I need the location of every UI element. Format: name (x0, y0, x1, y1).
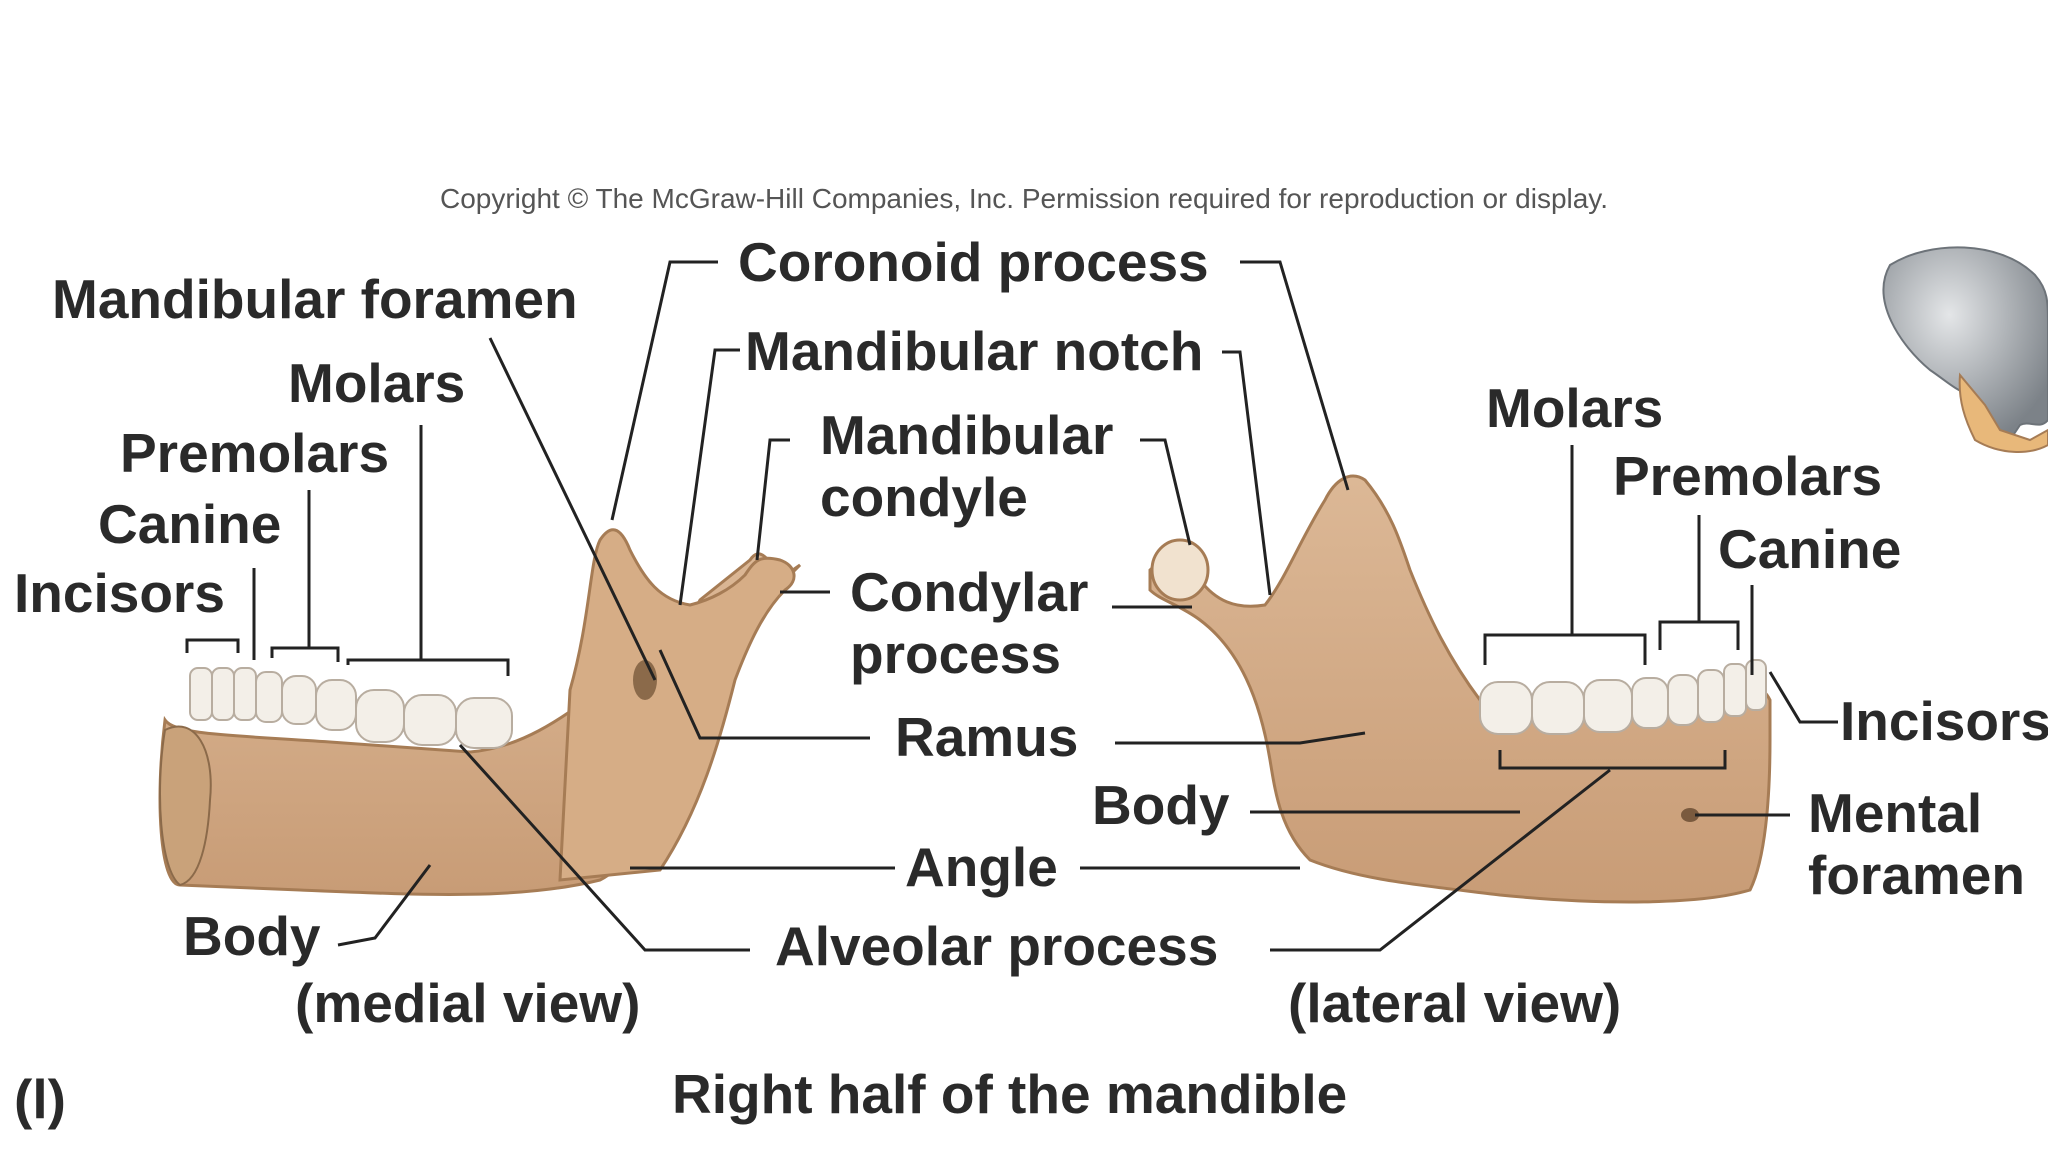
caption-medial-view: (medial view) (295, 972, 641, 1034)
copyright-notice: Copyright © The McGraw-Hill Companies, I… (439, 183, 1609, 214)
lateral-condyle (1150, 538, 1210, 602)
leader-lines (185, 260, 1838, 952)
skull-thumbnail (1882, 246, 2048, 453)
label-lateral-canine: Canine (1718, 518, 1902, 580)
label-mandibular-condyle: Mandibular condyle (820, 404, 1114, 528)
lateral-mental-foramen (1681, 808, 1699, 822)
label-alveolar-process: Alveolar process (775, 915, 1219, 977)
label-body: Body (1092, 774, 1230, 836)
label-mandibular-foramen: Mandibular foramen (52, 268, 578, 330)
lateral-mandible-bone (1148, 474, 1772, 904)
lateral-teeth (1479, 659, 1767, 735)
label-condylar-process: Condylar process (850, 561, 1089, 685)
label-mental-foramen: Mental foramen (1808, 782, 2025, 906)
label-medial-premolars: Premolars (120, 422, 390, 484)
lateral-view-mandible (1148, 474, 1772, 904)
label-medial-incisors: Incisors (14, 562, 225, 624)
label-medial-body: Body (183, 905, 321, 967)
medial-teeth (189, 667, 513, 749)
figure-title: Right half of the mandible (672, 1063, 1348, 1125)
skull-mandible-highlight (1958, 372, 2048, 453)
label-medial-molars: Molars (288, 352, 466, 414)
label-angle: Angle (905, 836, 1058, 898)
label-medial-canine: Canine (98, 493, 282, 555)
medial-view-mandible (158, 528, 802, 896)
label-lateral-premolars: Premolars (1613, 445, 1883, 507)
label-lateral-incisors: Incisors (1840, 690, 2048, 752)
label-coronoid-process: Coronoid process (738, 231, 1209, 293)
label-ramus: Ramus (895, 706, 1079, 768)
caption-lateral-view: (lateral view) (1288, 972, 1622, 1034)
label-lateral-molars: Molars (1486, 377, 1664, 439)
medial-cut-surface (159, 725, 212, 887)
panel-letter: (l) (14, 1068, 66, 1130)
label-mandibular-notch: Mandibular notch (745, 320, 1204, 382)
